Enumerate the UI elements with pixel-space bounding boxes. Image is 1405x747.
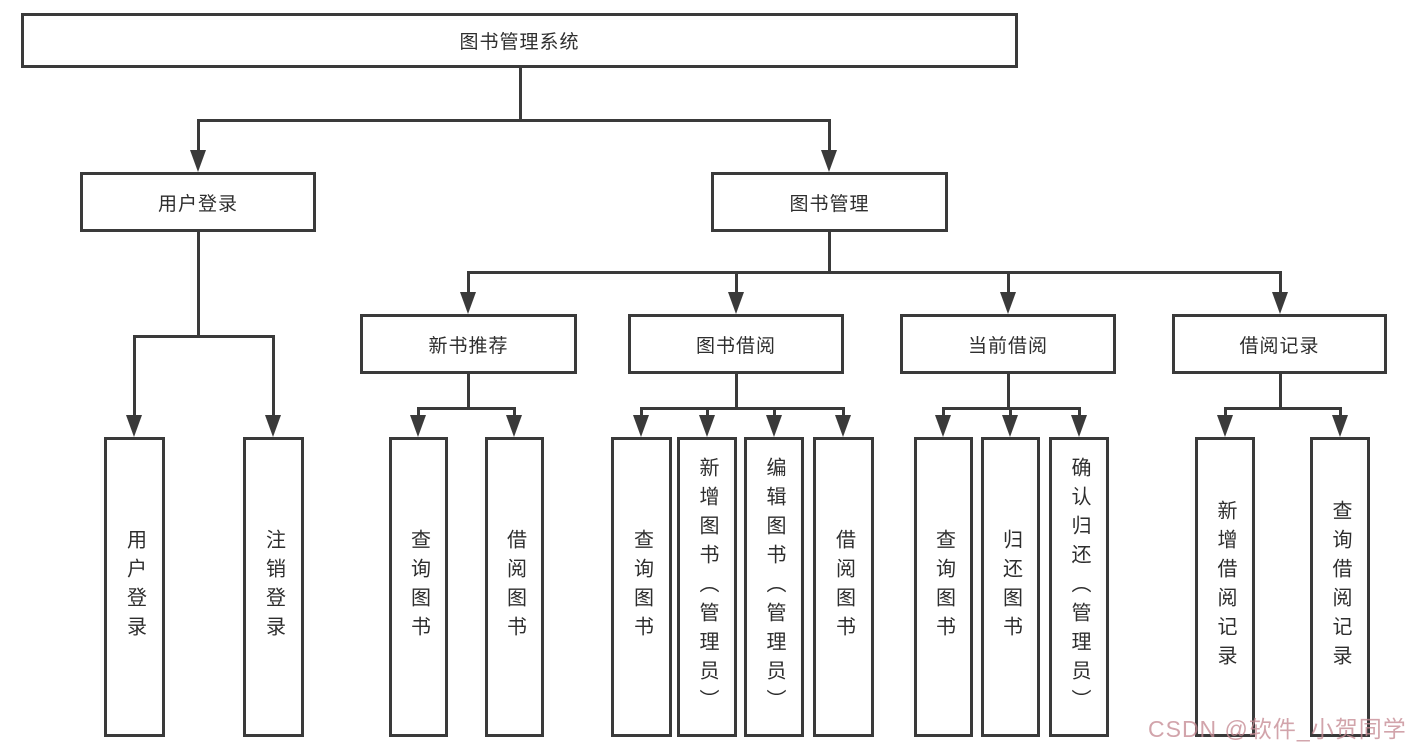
csdn-watermark: CSDN @软件_小贺同学 bbox=[1148, 716, 1405, 742]
node-book-borrow: 图书借阅 bbox=[628, 314, 844, 374]
connector-line-horizontal bbox=[132, 334, 275, 338]
connector-line-vertical bbox=[518, 66, 522, 121]
node-current-borrow: 当前借阅 bbox=[900, 314, 1116, 374]
arrow-down-icon bbox=[1217, 415, 1233, 437]
arrow-down-icon bbox=[821, 150, 837, 172]
connector-line-vertical bbox=[734, 372, 738, 410]
arrow-down-icon bbox=[265, 415, 281, 437]
node-root: 图书管理系统 bbox=[21, 13, 1018, 68]
arrow-down-icon bbox=[935, 415, 951, 437]
arrow-down-icon bbox=[699, 415, 715, 437]
node-new-book-recommend: 新书推荐 bbox=[360, 314, 577, 374]
connector-line-vertical bbox=[941, 407, 945, 418]
connector-line-vertical bbox=[1223, 407, 1227, 418]
node-leaf-current-query-books: 查询图书 bbox=[914, 437, 973, 737]
connector-line-vertical bbox=[827, 119, 831, 153]
connector-line-vertical bbox=[271, 335, 275, 418]
arrow-down-icon bbox=[1000, 292, 1016, 314]
arrow-down-icon bbox=[1071, 415, 1087, 437]
arrow-down-icon bbox=[1002, 415, 1018, 437]
arrow-down-icon bbox=[190, 150, 206, 172]
node-leaf-confirm-return-admin: 确认归还（管理员） bbox=[1049, 437, 1109, 737]
connector-line-vertical bbox=[734, 271, 738, 295]
node-leaf-return-books: 归还图书 bbox=[981, 437, 1040, 737]
node-book-management: 图书管理 bbox=[711, 172, 948, 232]
arrow-down-icon bbox=[766, 415, 782, 437]
connector-line-vertical bbox=[1006, 271, 1010, 295]
connector-line-horizontal bbox=[1223, 406, 1342, 410]
node-leaf-logout: 注销登录 bbox=[243, 437, 304, 737]
node-leaf-add-borrow-record: 新增借阅记录 bbox=[1195, 437, 1255, 737]
node-leaf-borrow-query-books: 查询图书 bbox=[611, 437, 672, 737]
arrow-down-icon bbox=[835, 415, 851, 437]
connector-line-vertical bbox=[466, 372, 470, 410]
arrow-down-icon bbox=[126, 415, 142, 437]
connector-line-vertical bbox=[196, 119, 200, 153]
connector-line-horizontal bbox=[416, 406, 516, 410]
node-leaf-edit-books-admin: 编辑图书（管理员） bbox=[744, 437, 804, 737]
arrow-down-icon bbox=[460, 292, 476, 314]
connector-line-vertical bbox=[196, 230, 200, 338]
connector-line-vertical bbox=[466, 271, 470, 295]
connector-line-vertical bbox=[132, 335, 136, 418]
connector-line-vertical bbox=[1006, 372, 1010, 410]
connector-line-vertical bbox=[1008, 407, 1012, 418]
arrow-down-icon bbox=[410, 415, 426, 437]
connector-line-vertical bbox=[705, 407, 709, 418]
node-leaf-recommend-query-books: 查询图书 bbox=[389, 437, 448, 737]
connector-line-horizontal bbox=[941, 406, 1081, 410]
node-leaf-query-borrow-record: 查询借阅记录 bbox=[1310, 437, 1370, 737]
node-leaf-user-login: 用户登录 bbox=[104, 437, 165, 737]
node-user-login: 用户登录 bbox=[80, 172, 316, 232]
connector-line-horizontal bbox=[466, 270, 1282, 274]
connector-line-vertical bbox=[416, 407, 420, 418]
arrow-down-icon bbox=[633, 415, 649, 437]
connector-line-vertical bbox=[827, 230, 831, 274]
node-leaf-add-books-admin: 新增图书（管理员） bbox=[677, 437, 737, 737]
connector-line-horizontal bbox=[196, 118, 831, 122]
connector-line-vertical bbox=[772, 407, 776, 418]
arrow-down-icon bbox=[506, 415, 522, 437]
arrow-down-icon bbox=[728, 292, 744, 314]
connector-line-vertical bbox=[841, 407, 845, 418]
connector-line-vertical bbox=[1278, 372, 1282, 410]
connector-line-vertical bbox=[639, 407, 643, 418]
node-borrow-records: 借阅记录 bbox=[1172, 314, 1387, 374]
node-leaf-borrow-books: 借阅图书 bbox=[813, 437, 874, 737]
connector-line-vertical bbox=[1278, 271, 1282, 295]
connector-line-vertical bbox=[1338, 407, 1342, 418]
connector-line-vertical bbox=[1077, 407, 1081, 418]
node-leaf-recommend-borrow-books: 借阅图书 bbox=[485, 437, 544, 737]
connector-line-horizontal bbox=[639, 406, 845, 410]
arrow-down-icon bbox=[1332, 415, 1348, 437]
connector-line-vertical bbox=[512, 407, 516, 418]
arrow-down-icon bbox=[1272, 292, 1288, 314]
